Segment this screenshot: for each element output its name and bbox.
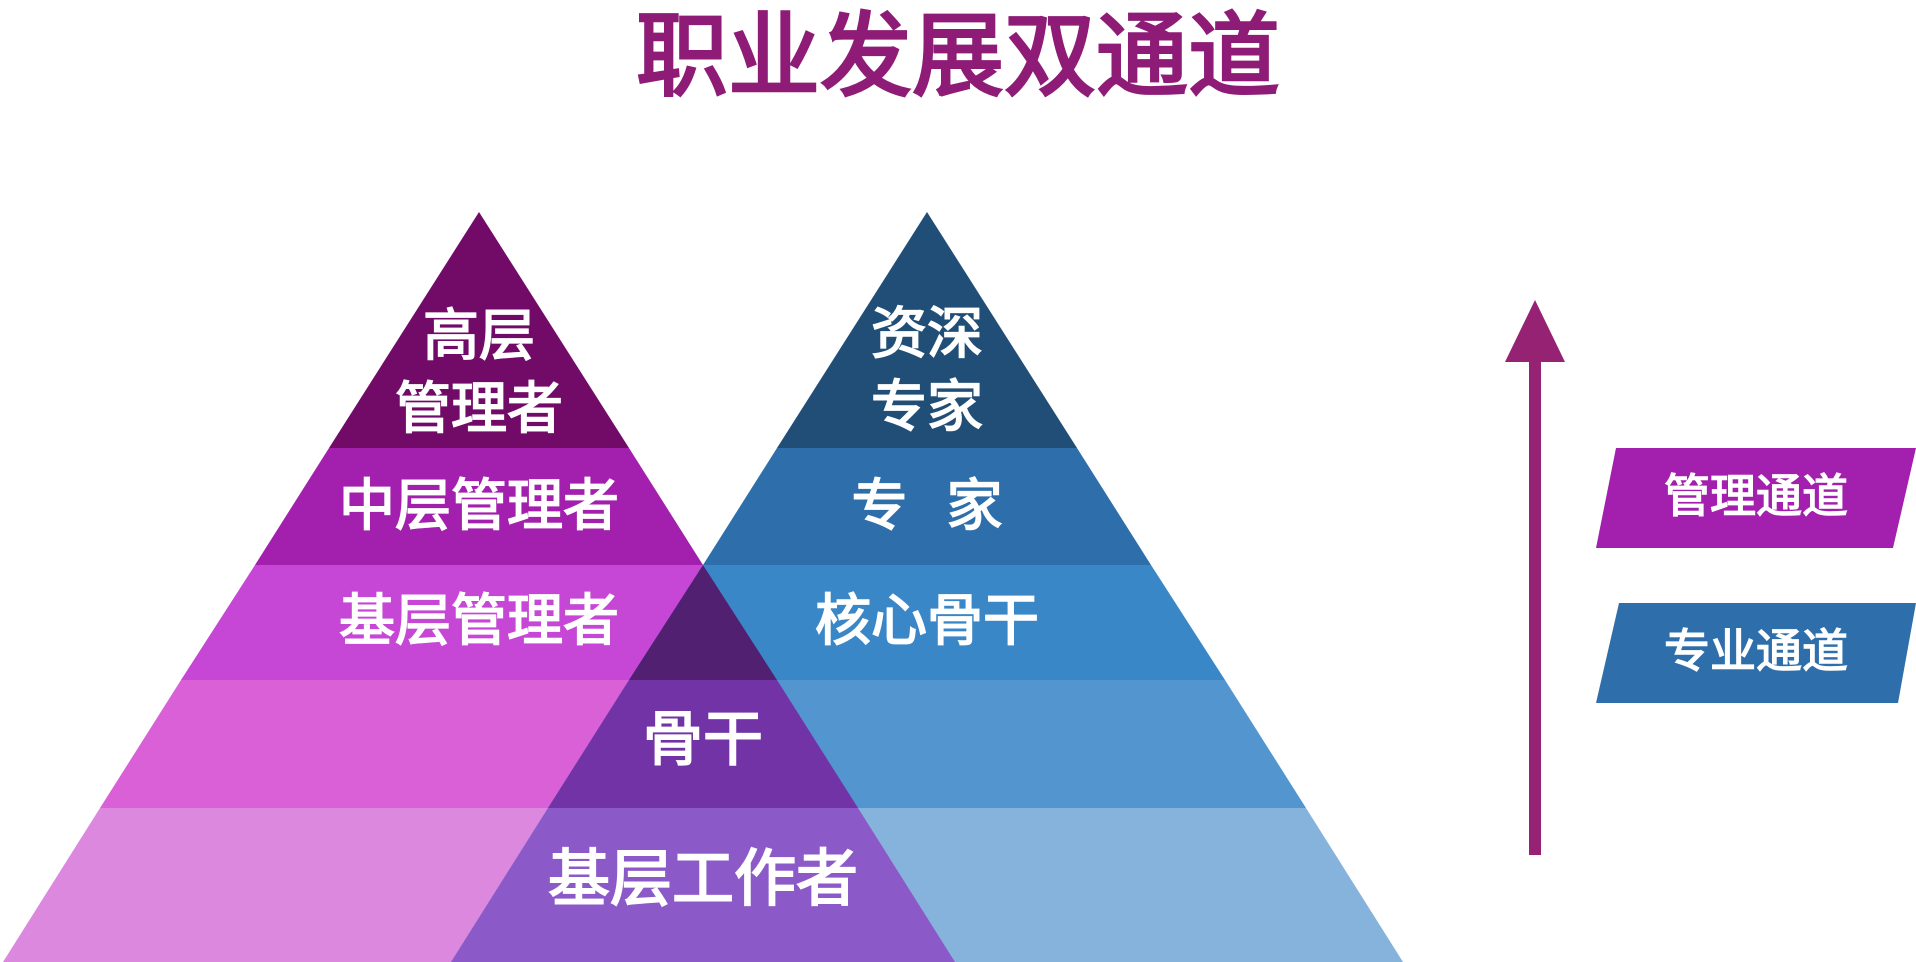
management-level-senior-line2: 管理者 (395, 376, 563, 442)
legend-management-swatch (1596, 448, 1916, 548)
overlap-band-top (629, 565, 777, 680)
management-level-junior: 基层管理者 (339, 588, 619, 654)
management-band-junior (181, 565, 777, 680)
professional-band-expert (703, 448, 1151, 565)
management-level-senior-line1: 高层 (423, 303, 535, 369)
legend-professional-label: 专业通道 (1664, 624, 1848, 678)
overlap-region (451, 565, 955, 962)
professional-level-senior-line1: 资深 (871, 301, 983, 367)
professional-band-core (629, 565, 1225, 680)
page-title: 职业发展双通道 (636, 2, 1280, 110)
legend-management-label: 管理通道 (1664, 469, 1848, 523)
management-level-middle: 中层管理者 (339, 473, 619, 539)
arrow-head-icon (1505, 300, 1565, 362)
overlap-band-base (451, 808, 955, 962)
management-band-middle (255, 448, 703, 565)
professional-level-senior-line2: 专家 (871, 374, 983, 440)
management-band-top (329, 212, 629, 448)
professional-band-senior (777, 212, 1077, 448)
legend: 管理通道 专业通道 (1596, 448, 1916, 703)
overlap-band-backbone (548, 680, 858, 808)
professional-level-expert: 专 家 (852, 473, 1003, 539)
progression-arrow (1505, 300, 1565, 855)
arrow-shaft (1529, 355, 1541, 855)
shared-level-base-worker: 基层工作者 (548, 842, 858, 915)
professional-level-core: 核心骨干 (815, 588, 1039, 654)
shared-level-backbone: 骨干 (643, 705, 763, 775)
legend-professional-swatch (1596, 603, 1916, 703)
